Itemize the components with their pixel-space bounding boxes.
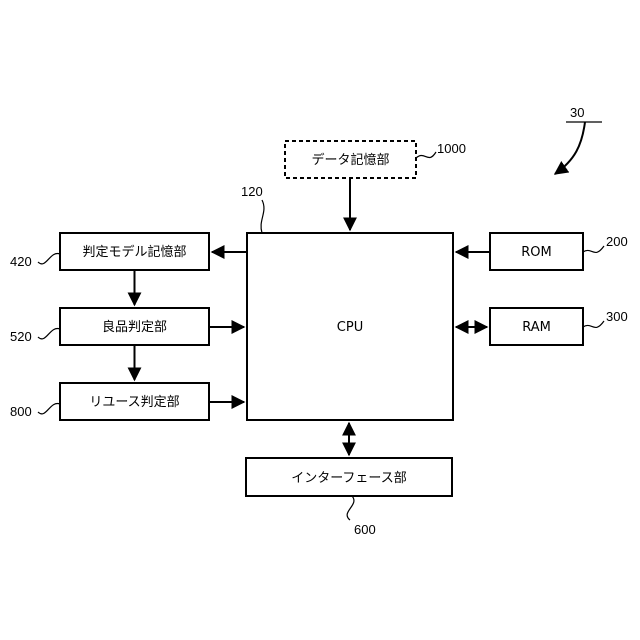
ram-block: RAM 300 (490, 308, 628, 345)
model-storage-ref: 420 (10, 254, 32, 269)
figure-reference: 30 (555, 105, 602, 174)
rom-label: ROM (521, 245, 551, 260)
ram-label: RAM (522, 320, 551, 335)
data-storage-block: データ記憶部 1000 (285, 141, 466, 178)
interface-label: インターフェース部 (291, 471, 407, 486)
good-judgment-ref: 520 (10, 329, 32, 344)
cpu-ref: 120 (241, 184, 263, 199)
good-judgment-label: 良品判定部 (102, 319, 167, 335)
data-storage-ref: 1000 (437, 141, 466, 156)
reuse-judgment-block: リユース判定部 800 (10, 383, 209, 420)
rom-block: ROM 200 (490, 233, 628, 270)
ram-ref: 300 (606, 309, 628, 324)
cpu-block: CPU 120 (241, 184, 453, 420)
rom-ref: 200 (606, 234, 628, 249)
figure-ref-label: 30 (570, 105, 584, 120)
model-storage-label: 判定モデル記憶部 (82, 244, 186, 260)
cpu-label: CPU (337, 320, 363, 335)
reuse-judgment-label: リユース判定部 (89, 395, 179, 410)
good-judgment-block: 良品判定部 520 (10, 308, 209, 345)
model-storage-block: 判定モデル記憶部 420 (10, 233, 209, 270)
reuse-judgment-ref: 800 (10, 404, 32, 419)
data-storage-label: データ記憶部 (311, 152, 389, 168)
interface-ref: 600 (354, 522, 376, 537)
interface-block: インターフェース部 600 (246, 458, 452, 537)
